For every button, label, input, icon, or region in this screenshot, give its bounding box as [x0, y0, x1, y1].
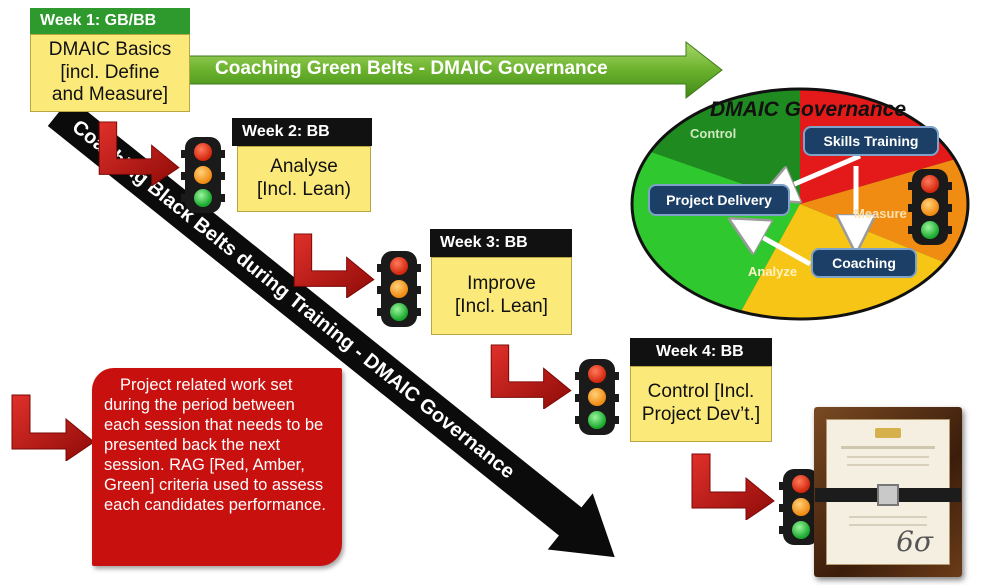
week4-header: Week 4: BB: [630, 338, 772, 366]
week2-line1: Analyse: [270, 156, 338, 178]
skills-training-box: Skills Training: [803, 126, 939, 156]
segment-label-measure: Measure: [854, 206, 907, 221]
week2-line2: [Incl. Lean): [257, 179, 351, 200]
segment-label-analyze: Analyze: [748, 264, 798, 279]
week4-box: Control [Incl. Project Dev’t.]: [630, 366, 772, 442]
traffic-light-icon: [908, 168, 952, 246]
red-elbow-arrow-2: [290, 232, 378, 298]
week3-line1: Improve: [467, 273, 536, 295]
red-elbow-arrow-4: [688, 452, 778, 520]
green-belt-arrow: [177, 40, 723, 100]
week1-line2: [incl. Define: [60, 61, 160, 83]
week3-box: Improve [Incl. Lean]: [431, 257, 572, 335]
red-elbow-arrow-3: [486, 343, 576, 409]
governance-title: DMAIC Governance: [710, 98, 907, 121]
week1-header: Week 1: GB/BB: [30, 8, 190, 34]
segment-label-control: Control: [690, 126, 737, 141]
dmaic-governance-diagram: DMAIC Governance Control Measure Analyze…: [628, 84, 973, 326]
week1-box: DMAIC Basics [incl. Define and Measure]: [30, 34, 190, 112]
red-elbow-arrow-1: [95, 120, 183, 186]
six-sigma-symbol: 6σ: [896, 525, 933, 558]
six-sigma-certificate-image: 6σ: [814, 407, 962, 577]
coaching-box: Coaching: [811, 248, 917, 278]
week4-line2: Project Dev’t.]: [641, 404, 761, 425]
project-delivery-box: Project Delivery: [648, 184, 790, 216]
red-elbow-arrow-5: [8, 392, 98, 462]
traffic-light-icon: [377, 250, 421, 328]
project-work-note: Project related work set during the peri…: [92, 368, 342, 566]
week1-line1: DMAIC Basics: [48, 38, 172, 60]
week1-line3: and Measure]: [51, 84, 169, 106]
week3-header: Week 3: BB: [430, 229, 572, 257]
traffic-light-icon: [181, 136, 225, 214]
project-work-note-text: Project related work set during the peri…: [104, 376, 326, 514]
week3-line2: [Incl. Lean]: [455, 296, 548, 317]
week4-line1: Control [Incl.: [647, 381, 755, 403]
week2-box: Analyse [Incl. Lean): [237, 146, 371, 212]
green-belt-arrow-label: Coaching Green Belts - DMAIC Governance: [215, 58, 608, 79]
week2-header: Week 2: BB: [232, 118, 372, 146]
traffic-light-icon: [575, 358, 619, 436]
